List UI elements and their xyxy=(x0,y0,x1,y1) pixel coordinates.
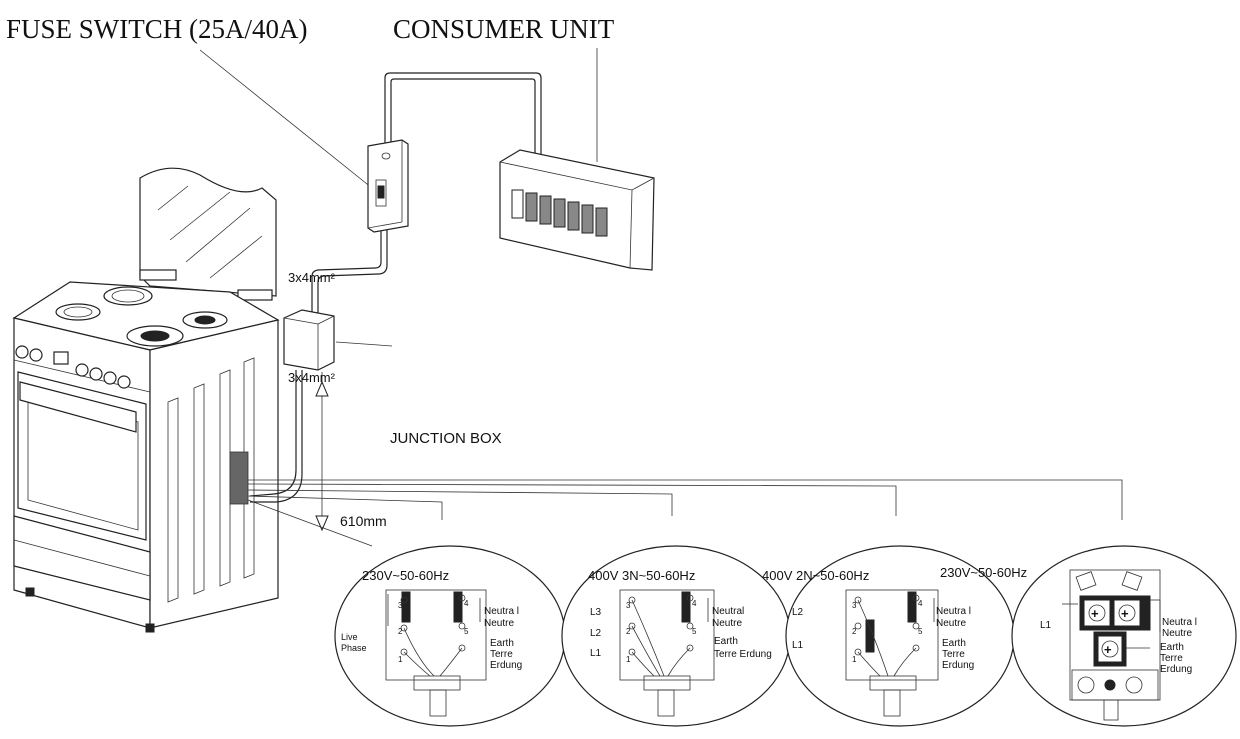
svg-text:4: 4 xyxy=(464,599,469,608)
breaker-module xyxy=(539,195,552,225)
breaker-module xyxy=(567,201,580,231)
control-knob-icon xyxy=(75,363,89,377)
control-knob-icon xyxy=(15,345,29,359)
earth-screw-icon: + xyxy=(1104,642,1112,657)
svg-text:Erdung: Erdung xyxy=(942,660,974,671)
svg-text:L1: L1 xyxy=(1040,620,1052,631)
svg-text:Terre Erdung: Terre Erdung xyxy=(714,649,772,660)
breaker-module xyxy=(511,189,524,219)
svg-text:5: 5 xyxy=(918,627,923,636)
svg-text:1: 1 xyxy=(852,655,857,664)
switch-lever-icon xyxy=(377,185,385,199)
control-knob-icon xyxy=(103,371,117,385)
svg-text:Neutra l: Neutra l xyxy=(1162,617,1197,628)
terminal-block xyxy=(229,451,249,505)
oven-door-handle xyxy=(19,381,137,433)
diagram-title: 400V 3N~50-60Hz xyxy=(588,568,695,583)
consumer-unit-label: CONSUMER UNIT xyxy=(393,14,615,44)
svg-text:5: 5 xyxy=(692,627,697,636)
wiring-diagram-1: 230V~50-60Hz Live Phase Neutra l Neutre … xyxy=(334,545,566,727)
svg-text:Terre: Terre xyxy=(490,649,513,660)
indicator-light-icon xyxy=(381,152,391,160)
svg-text:Neutra l: Neutra l xyxy=(484,606,519,617)
wiring-diagram-3: 400V 2N~50-60Hz L2 L1 Neutra l Neutre Ea… xyxy=(762,545,1015,727)
svg-text:Phase: Phase xyxy=(341,643,367,653)
svg-text:Neutre: Neutre xyxy=(484,618,514,629)
breaker-module xyxy=(595,207,608,237)
svg-text:Earth: Earth xyxy=(1160,642,1184,653)
svg-text:L2: L2 xyxy=(792,607,804,618)
detail-leader-lines xyxy=(247,479,1123,547)
breaker-module xyxy=(525,192,538,222)
breaker-module xyxy=(553,198,566,228)
fuse-switch-label: FUSE SWITCH (25A/40A) xyxy=(6,14,308,44)
breaker-module xyxy=(581,204,594,234)
svg-text:Erdung: Erdung xyxy=(1160,664,1192,675)
svg-text:1: 1 xyxy=(398,655,403,664)
svg-text:Terre: Terre xyxy=(1160,653,1183,664)
junction-box-label: JUNCTION BOX xyxy=(390,430,502,447)
svg-text:Neutre: Neutre xyxy=(936,618,966,629)
consumer-unit-box xyxy=(499,149,655,271)
svg-text:2: 2 xyxy=(398,627,403,636)
svg-text:3: 3 xyxy=(398,601,403,610)
junction-to-cooker-cable xyxy=(249,370,303,503)
svg-text:Live: Live xyxy=(341,632,358,642)
control-knob-icon xyxy=(117,375,131,389)
cable-spec-lower: 3x4mm² xyxy=(288,370,336,385)
svg-text:4: 4 xyxy=(692,599,697,608)
junction-box xyxy=(283,309,393,371)
wiring-diagram-2: 400V 3N~50-60Hz L3 L2 L1 Neutral Neutre … xyxy=(561,545,791,727)
cable-spec-upper: 3x4mm² xyxy=(288,270,336,285)
fuse-to-junction-cable xyxy=(311,230,388,318)
svg-text:5: 5 xyxy=(464,627,469,636)
svg-text:Earth: Earth xyxy=(714,636,738,647)
diagram-title: 400V 2N~50-60Hz xyxy=(762,568,869,583)
distance-label: 610mm xyxy=(340,513,387,529)
screw-icon: + xyxy=(1121,606,1129,621)
cooker-illustration xyxy=(12,167,280,633)
fuse-switch-box xyxy=(367,139,409,233)
svg-text:3: 3 xyxy=(852,601,857,610)
svg-text:3: 3 xyxy=(626,601,631,610)
supply-cable xyxy=(384,72,542,154)
svg-text:4: 4 xyxy=(918,599,923,608)
svg-text:Neutral: Neutral xyxy=(712,606,744,617)
diagram-title: 230V~50-60Hz xyxy=(940,565,1027,580)
control-knob-icon xyxy=(89,367,103,381)
screw-icon: + xyxy=(1091,606,1099,621)
svg-text:Erdung: Erdung xyxy=(490,660,522,671)
svg-text:2: 2 xyxy=(852,627,857,636)
svg-text:Neutre: Neutre xyxy=(1162,628,1192,639)
svg-text:L1: L1 xyxy=(590,648,602,659)
svg-text:Neutra l: Neutra l xyxy=(936,606,971,617)
svg-text:L3: L3 xyxy=(590,607,602,618)
svg-text:L2: L2 xyxy=(590,628,602,639)
svg-text:Neutre: Neutre xyxy=(712,618,742,629)
wiring-diagram-4: + + + 230V~50-60Hz L1 Neutra l Neutre Ea… xyxy=(940,545,1237,727)
svg-text:Earth: Earth xyxy=(490,638,514,649)
fuse-switch-leader xyxy=(199,49,373,189)
svg-text:Terre: Terre xyxy=(942,649,965,660)
svg-text:2: 2 xyxy=(626,627,631,636)
svg-text:Earth: Earth xyxy=(942,638,966,649)
control-knob-icon xyxy=(29,348,43,362)
svg-text:L1: L1 xyxy=(792,640,804,651)
svg-text:1: 1 xyxy=(626,655,631,664)
diagram-title: 230V~50-60Hz xyxy=(362,568,449,583)
distance-dimension xyxy=(315,372,329,532)
